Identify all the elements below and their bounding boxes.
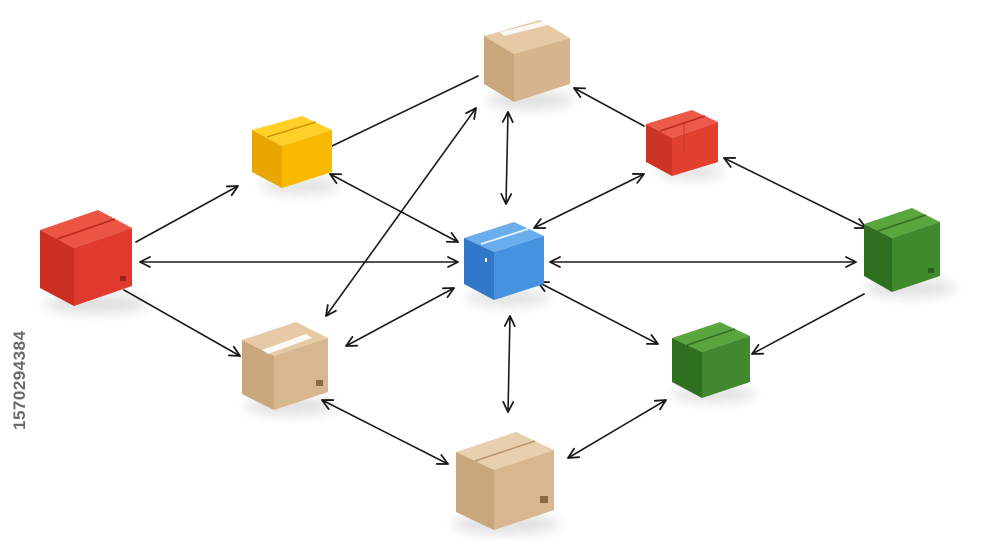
- arrow-blue-kraftbottom: [502, 315, 516, 413]
- arrow-yellow-blue: [329, 173, 459, 243]
- box-green-right: [864, 208, 956, 297]
- arrow-redlarge-yellow: [135, 185, 239, 243]
- box-kraft-top: [484, 20, 574, 109]
- arrow-krafttop-blue: [500, 111, 514, 205]
- arrow-redsmall-greenright: [723, 157, 867, 229]
- arrow-kraftleft-kraftbottom: [321, 399, 449, 465]
- box-green-lower: [672, 322, 756, 402]
- box-kraft-bottom: [452, 432, 560, 534]
- arrow-blue-greenlower: [537, 281, 659, 345]
- arrow-blue-kraftleft: [345, 287, 455, 347]
- arrow-krafttop-redsmall: [573, 87, 645, 127]
- box-yellow: [252, 116, 340, 194]
- arrow-greenright-greenlower: [751, 293, 865, 355]
- box-kraft-left: [242, 322, 336, 415]
- box-red-large: [40, 210, 148, 314]
- connection-arrows: [123, 75, 867, 465]
- box-red-small: [646, 110, 724, 179]
- arrow-kraftleft-krafttop: [325, 107, 477, 317]
- box-blue-center: [464, 222, 550, 306]
- arrow-redsmall-blue: [533, 173, 645, 229]
- boxes: [40, 20, 956, 534]
- arrow-kraftbottom-greenlower: [567, 399, 667, 459]
- stock-id-watermark: 1570294384: [10, 330, 29, 430]
